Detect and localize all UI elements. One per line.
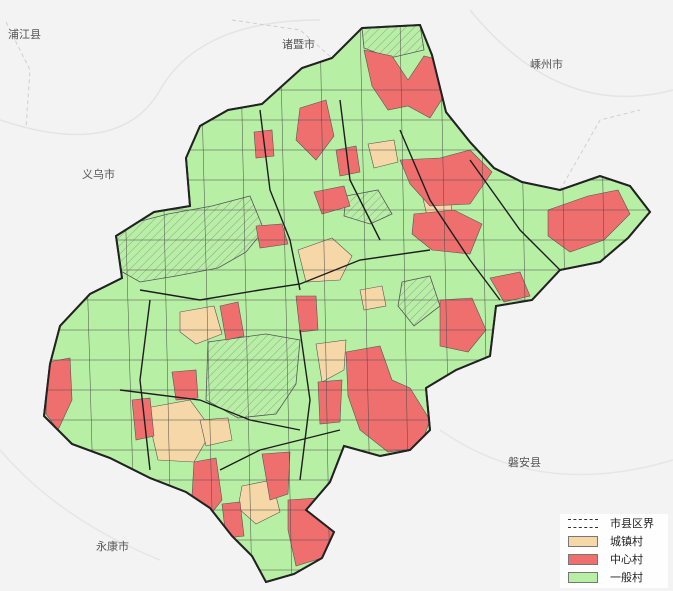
legend-label: 城镇村	[610, 535, 643, 548]
central-village-area	[489, 271, 531, 303]
legend-label: 市县区界	[610, 517, 654, 530]
county-boundary-line	[5, 21, 31, 129]
central-village-area	[399, 149, 493, 207]
county-boundary-line	[559, 109, 641, 191]
region-outline	[42, 23, 652, 584]
urban-district-hatched	[343, 189, 393, 225]
place-label-yongkang: 永康市	[96, 540, 129, 553]
county-boundary-line	[231, 19, 333, 59]
central-village-area	[255, 223, 289, 249]
terrain-line	[0, 449, 161, 561]
central-village-area	[171, 369, 199, 401]
map-legend: 市县区界 城镇村 中心村 一般村	[560, 514, 668, 588]
legend-swatch-boundary	[568, 518, 598, 528]
legend-item-central-village: 中心村	[560, 550, 668, 568]
town-village-area	[199, 417, 233, 447]
legend-label: 中心村	[610, 553, 643, 566]
town-village-area	[359, 285, 387, 311]
place-label-shengzhou: 嵊州市	[530, 58, 563, 71]
place-label-zhuji: 诸暨市	[282, 38, 315, 51]
central-village-area	[295, 295, 319, 333]
central-village-area	[219, 301, 245, 341]
place-label-pujiang: 浦江县	[8, 28, 41, 41]
terrain-line	[0, 19, 321, 136]
urban-district-hatched	[205, 333, 301, 419]
urban-district-hatched	[397, 275, 441, 327]
place-label-yiwu: 义乌市	[82, 168, 115, 181]
legend-swatch-town	[568, 535, 598, 547]
central-village-area	[261, 451, 291, 501]
town-village-area	[179, 305, 223, 345]
central-village-area	[439, 297, 487, 353]
central-village-area	[317, 379, 343, 425]
legend-swatch-general	[568, 571, 598, 583]
town-village-area	[315, 339, 347, 383]
terrain-line	[439, 429, 673, 476]
legend-item-county-boundary: 市县区界	[560, 514, 668, 532]
urban-district-hatched	[111, 195, 265, 283]
central-village-area	[131, 397, 155, 441]
township-boundaries	[119, 99, 561, 481]
place-label-pan-an: 磐安县	[508, 456, 541, 469]
central-village-area	[45, 357, 73, 431]
central-village-area	[547, 189, 631, 253]
legend-label: 一般村	[610, 571, 643, 584]
town-village-area	[367, 139, 399, 169]
terrain-line	[469, 9, 673, 98]
town-village-area	[145, 399, 213, 463]
legend-swatch-central	[568, 553, 598, 565]
legend-item-general-village: 一般村	[560, 568, 668, 586]
legend-item-town-village: 城镇村	[560, 532, 668, 550]
